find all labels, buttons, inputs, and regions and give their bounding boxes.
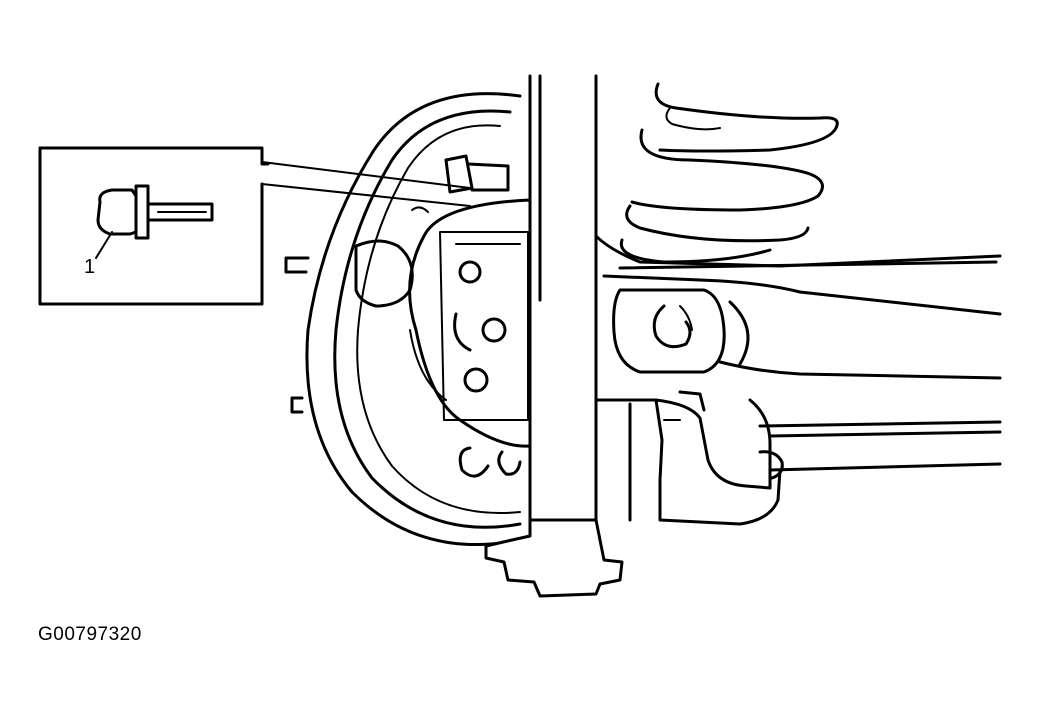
brake-drum (284, 92, 522, 547)
bolt-icon (95, 184, 214, 259)
pivot-bushing (612, 288, 726, 374)
axle-beam (594, 234, 1002, 472)
mounting-bolt (458, 260, 482, 284)
hub-carrier (594, 390, 784, 526)
callout-number: 1 (84, 256, 96, 278)
coil-spring (619, 82, 839, 264)
backing-plate (354, 154, 532, 478)
leader-line (261, 161, 471, 189)
mounting-bolt (463, 367, 489, 393)
inset-detail-box (38, 146, 471, 306)
mounting-bolt (481, 317, 507, 343)
figure-code: G00797320 (38, 624, 142, 645)
shock-absorber (484, 74, 624, 598)
